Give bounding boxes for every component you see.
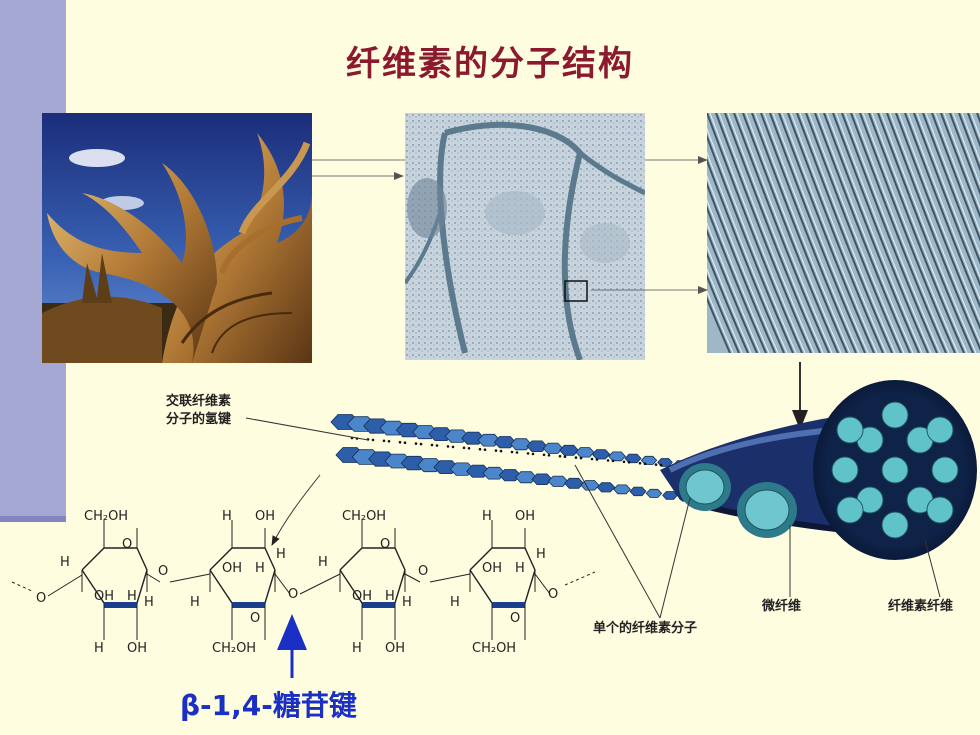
h-label: H [190, 595, 200, 610]
h-label: H [222, 509, 232, 524]
glucose-unit [662, 491, 678, 500]
glucose-unit [542, 442, 564, 454]
glucose-unit [596, 482, 616, 493]
glucose-unit [580, 480, 600, 491]
sidebar-divider [0, 516, 66, 522]
hbond-label-line2: 分子的氢键 [166, 412, 232, 427]
glucose-unit [498, 469, 522, 482]
glucose-unit [510, 438, 532, 451]
bridge-oxygen: O [418, 564, 428, 579]
oh-label: OH [482, 561, 502, 576]
ch2oh-label: CH₂OH [84, 509, 128, 524]
glucose-unit [613, 484, 631, 495]
h-label: H [255, 561, 265, 576]
oh-label: OH [222, 561, 242, 576]
h-label: H [402, 595, 412, 610]
glucose-unit [624, 453, 642, 464]
oh-label: OH [255, 509, 275, 524]
cellulose-chains [330, 414, 694, 502]
single-molecule-label: 单个的纤维素分子 [593, 621, 698, 636]
oh-label: OH [352, 589, 372, 604]
h-label: H [144, 595, 154, 610]
h-label: H [94, 641, 104, 656]
bridge-oxygen: O [288, 587, 298, 602]
oh-label: OH [127, 641, 147, 656]
end-oxygen: O [36, 591, 46, 606]
h-label: H [127, 589, 137, 604]
glucose-unit [493, 436, 517, 449]
glucose-unit [591, 449, 611, 460]
slide-title: 纤维素的分子结构 [346, 44, 634, 84]
glucose-unit [608, 451, 626, 462]
glucose-unit [629, 486, 647, 497]
hbond-label: 交联纤维素 分子的氢键 [166, 393, 231, 429]
oh-label: OH [94, 589, 114, 604]
ring-oxygen: O [250, 611, 260, 626]
glucose-unit [645, 488, 663, 498]
tree-photo [42, 113, 312, 363]
h-label: H [385, 589, 395, 604]
fibril-micrograph [707, 113, 980, 353]
glucose-unit [575, 447, 595, 458]
cellulose-fiber-illustration [660, 380, 977, 560]
glucose-unit [477, 433, 501, 447]
h-label: H [318, 555, 328, 570]
h-label: H [515, 561, 525, 576]
glucose-unit [559, 444, 579, 456]
ring-oxygen: O [380, 537, 390, 552]
glycosidic-bond-label: β-1,4-糖苷键 [180, 689, 357, 722]
ring-oxygen: O [122, 537, 132, 552]
glucose-unit [564, 477, 584, 489]
microfibril-label: 微纤维 [762, 599, 802, 614]
bridge-oxygen: O [548, 587, 558, 602]
bridge-oxygen: O [158, 564, 168, 579]
h-label: H [60, 555, 70, 570]
ch2oh-label: CH₂OH [472, 641, 516, 656]
ch2oh-label: CH₂OH [342, 509, 386, 524]
h-label: H [352, 641, 362, 656]
oh-label: OH [385, 641, 405, 656]
ch2oh-label: CH₂OH [212, 641, 256, 656]
cellulose-fiber-label: 纤维素纤维 [888, 599, 954, 614]
glucose-unit [640, 455, 658, 465]
h-label: H [450, 595, 460, 610]
glucose-unit [515, 471, 537, 484]
ring-oxygen: O [510, 611, 520, 626]
hbond-label-line1: 交联纤维素 [166, 394, 232, 409]
h-label: H [536, 547, 546, 562]
glucose-unit [526, 440, 548, 453]
cell-micrograph [405, 113, 645, 360]
glucose-unit [531, 473, 553, 486]
h-label: H [482, 509, 492, 524]
glucose-unit [482, 466, 506, 480]
h-label: H [276, 547, 286, 562]
glucose-unit [547, 475, 569, 487]
oh-label: OH [515, 509, 535, 524]
